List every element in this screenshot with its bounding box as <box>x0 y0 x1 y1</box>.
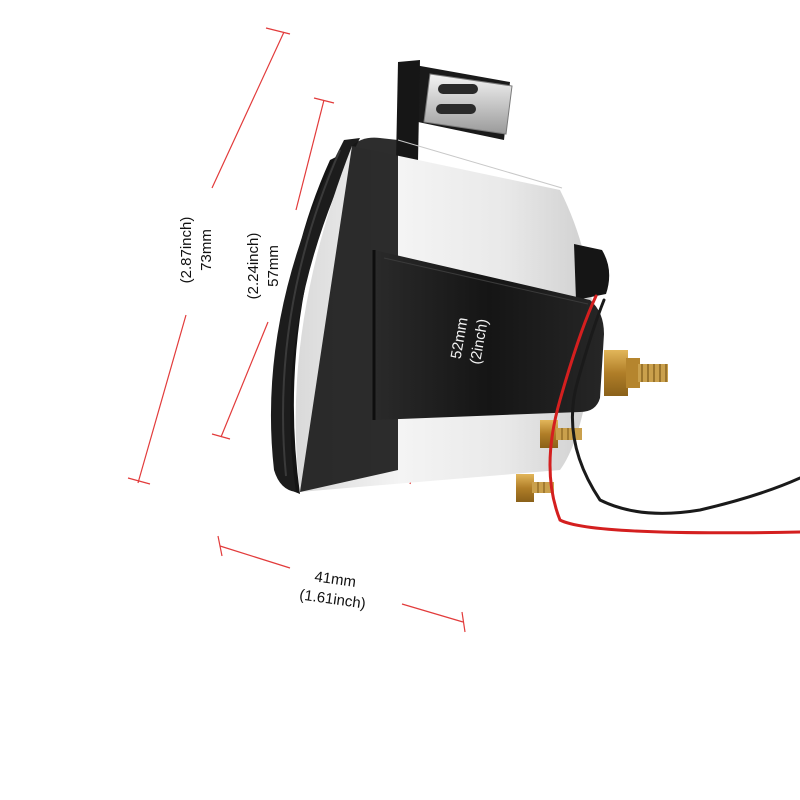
dim-body-tick-bottom <box>211 433 231 440</box>
rear-grommet <box>574 244 610 300</box>
dim-body-line-bottom <box>220 321 269 438</box>
dim-overall-label: (2.87inch) 73mm <box>178 217 215 284</box>
dim-body-label: (2.24inch) 57mm <box>245 233 282 300</box>
dimension-lines <box>127 27 499 633</box>
dim-depth-mm: 41mm <box>313 568 357 591</box>
dim-overall-line-bottom <box>137 314 187 484</box>
dim-depth-tick-right <box>461 611 466 633</box>
wires <box>548 294 800 535</box>
dim-overall-line-top <box>211 31 285 189</box>
dim-body-inch: (2.24inch) <box>245 233 262 300</box>
wire-black <box>570 298 800 515</box>
gauge <box>270 60 800 535</box>
terminal-lower <box>516 474 554 502</box>
dim-overall-mm: 73mm <box>198 229 215 271</box>
dim-depth-tick-left <box>217 535 223 557</box>
dim-body-tick-top <box>313 97 335 104</box>
dim-depth-line-left <box>219 545 291 569</box>
dim-body-mm: 57mm <box>265 245 282 287</box>
wire-red <box>548 294 800 535</box>
dim-overall-tick-bottom <box>127 477 151 485</box>
dim-depth-inch: (1.61inch) <box>298 586 366 612</box>
dim-mount-mm: 52mm <box>448 316 472 360</box>
dim-body-line-top <box>295 99 325 211</box>
dim-depth-line-right <box>401 603 464 623</box>
center-stud <box>604 350 668 396</box>
mounting-clamp <box>374 250 604 420</box>
dim-overall-tick-top <box>265 27 291 35</box>
dim-overall-inch: (2.87inch) <box>178 217 195 284</box>
dim-depth-label: 41mm (1.61inch) <box>298 568 366 612</box>
